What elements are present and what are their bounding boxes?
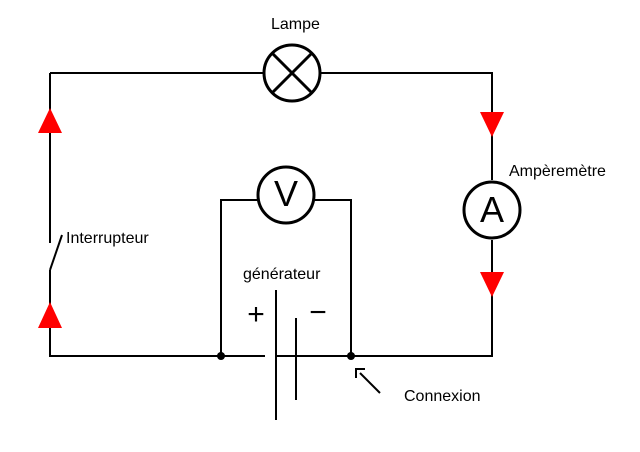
wire-voltmeter-branch (220, 199, 352, 356)
ammeter-symbol: A (479, 189, 504, 230)
minus-sign: − (309, 296, 327, 329)
connexion-pointer-line (359, 372, 381, 394)
switch-lever (49, 234, 63, 271)
connexion-label: Connexion (404, 388, 481, 405)
lamp-symbol (262, 43, 322, 103)
junction-dot-right (347, 352, 355, 360)
lampe-label: Lampe (271, 16, 320, 33)
wire-bottom-left (49, 270, 265, 357)
connexion-pointer-head (355, 368, 365, 378)
current-arrow-right-upper (480, 112, 504, 137)
current-arrow-right-lower (480, 272, 504, 297)
junction-dot-left (217, 352, 225, 360)
ammeter-circle (462, 180, 522, 240)
current-arrow-left-upper (38, 108, 62, 133)
voltmeter-symbol: V (273, 173, 298, 214)
current-arrow-left-lower (38, 302, 62, 328)
amperemetre-label: Ampèremètre (509, 163, 606, 180)
wire-top-right (321, 72, 493, 180)
voltmeter-circle (256, 165, 316, 225)
generateur-label: générateur (243, 266, 321, 283)
interrupteur-label: Interrupteur (66, 230, 149, 247)
plus-sign: + (247, 298, 265, 331)
